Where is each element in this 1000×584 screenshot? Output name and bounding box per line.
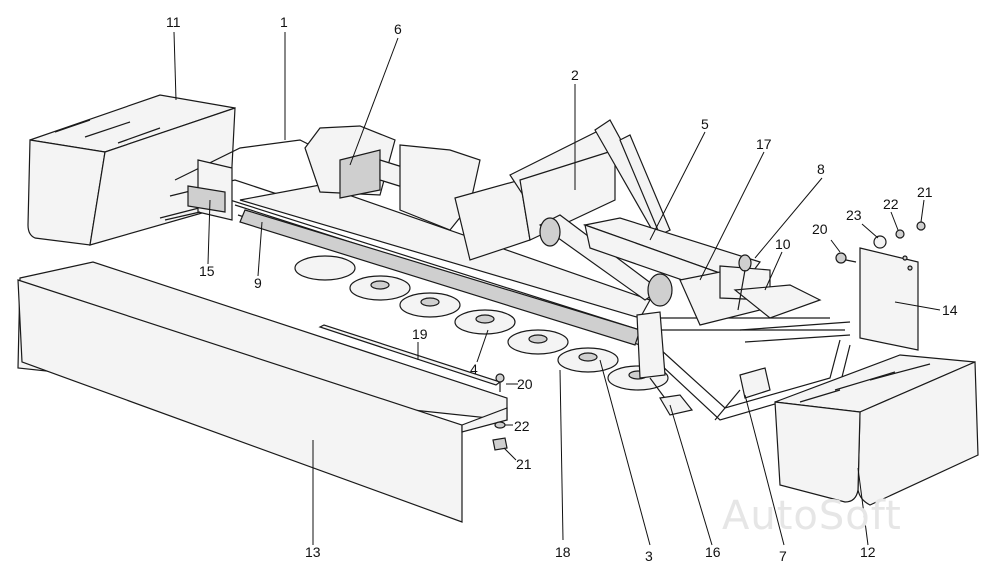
cutting-discs [294,255,669,391]
fasteners [492,221,926,451]
right-side-plate [636,311,671,406]
right-end-guard [774,354,979,506]
callout-3: 3 [645,548,653,564]
callout-18: 18 [555,544,571,560]
side-plate [859,247,919,351]
callout-10: 10 [775,236,791,252]
cutter-bar [239,184,651,346]
callout-22-right: 22 [883,196,899,212]
callout-6: 6 [394,21,402,37]
callout-12: 12 [860,544,876,560]
callout-21-right: 21 [917,184,933,200]
hinge-pin [737,254,752,311]
callout-19: 19 [412,326,428,342]
callout-13: 13 [305,544,321,560]
front-guard-curtain [17,261,508,523]
callout-21-left: 21 [516,456,532,472]
callout-1: 1 [280,14,288,30]
watermark: AutoSoft [722,493,902,539]
left-bracket [164,159,233,221]
callout-11: 11 [166,14,181,30]
callout-23: 23 [846,207,862,223]
callout-2: 2 [571,67,579,83]
right-gearbox [582,217,771,326]
callout-20-left: 20 [517,376,533,392]
callout-16: 16 [705,544,721,560]
callout-7: 7 [779,548,787,564]
callout-20-right: 20 [812,221,828,237]
central-gearbox [399,119,671,261]
callout-5: 5 [701,116,709,132]
callout-9: 9 [254,275,262,291]
skid-shoe [659,394,694,416]
callout-14: 14 [942,302,958,318]
drive-shaft [538,214,673,307]
right-arm [714,367,771,421]
leader-lines [173,31,941,546]
callout-4: 4 [470,361,478,377]
callout-8: 8 [817,161,825,177]
callout-15: 15 [199,263,215,279]
right-frame [733,284,851,343]
callout-22-left: 22 [514,418,530,434]
callout-17: 17 [756,136,772,152]
